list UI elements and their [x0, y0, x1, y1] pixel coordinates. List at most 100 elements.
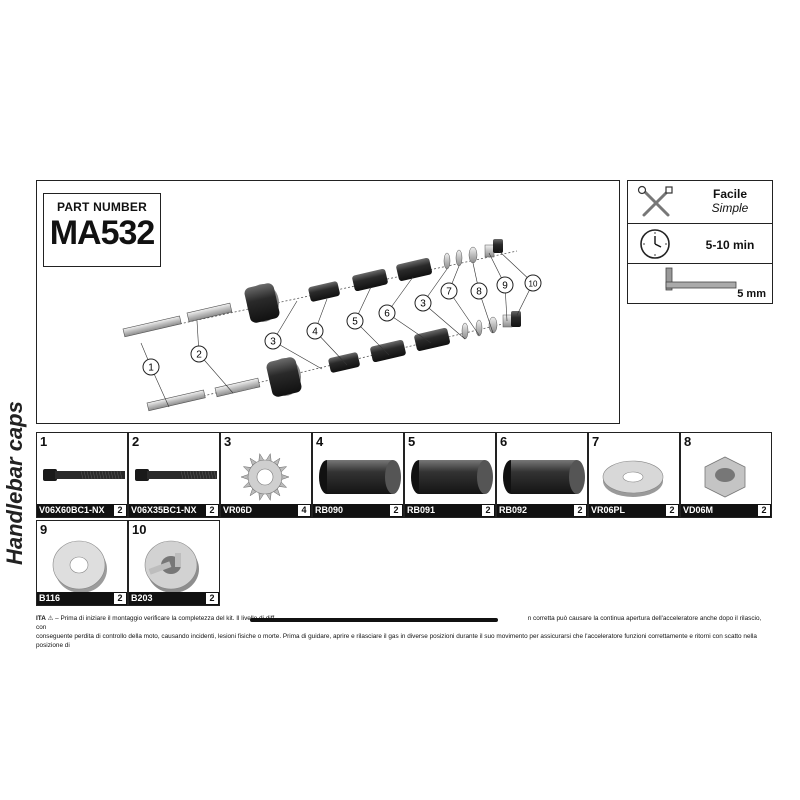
part-index: 8 — [684, 434, 692, 449]
svg-text:3: 3 — [270, 337, 276, 348]
hex-key-icon — [665, 267, 737, 291]
tool-size: 5 mm — [737, 288, 766, 300]
part-code: V06X60BC1-NX — [39, 505, 105, 515]
lower-assembly — [146, 311, 521, 412]
svg-text:8: 8 — [476, 287, 482, 298]
callout-10: 10 — [524, 274, 542, 292]
part-code: B116 — [39, 593, 61, 603]
part-label-bar: V06X60BC1-NX 2 — [37, 504, 127, 517]
part-code: VR06D — [223, 505, 253, 515]
part-code: RB090 — [315, 505, 344, 515]
serrated-washer-icon — [240, 452, 290, 502]
part-label-bar: VD06M 2 — [681, 504, 771, 517]
part-label-bar: RB092 2 — [497, 504, 587, 517]
long-bolt-icon — [43, 469, 125, 481]
callout-7: 7 — [440, 282, 458, 300]
info-panel: Facile Simple 5-10 min 5 mm — [627, 180, 773, 304]
part-index: 4 — [316, 434, 324, 449]
part-label-bar: RB091 2 — [405, 504, 495, 517]
part-index: 5 — [408, 434, 416, 449]
part-qty: 2 — [666, 505, 678, 516]
part-qty: 2 — [114, 505, 126, 516]
part-label-bar: RB090 2 — [313, 504, 403, 517]
svg-text:2: 2 — [196, 350, 202, 361]
rubber-spacer-icon — [319, 460, 401, 494]
part-label-bar: B116 2 — [37, 592, 127, 605]
part-index: 1 — [40, 434, 48, 449]
callout-4: 4 — [306, 322, 324, 340]
short-bolt-icon — [135, 469, 217, 481]
callout-5: 5 — [346, 312, 364, 330]
part-qty: 2 — [574, 505, 586, 516]
callout-markers: 1 2 3 4 5 6 3 7 8 9 10 — [142, 274, 542, 376]
hex-nut-icon — [704, 456, 746, 498]
screwdriver-wrench-icon — [637, 185, 673, 217]
redaction-bar — [250, 618, 498, 622]
tool-row: 5 mm — [628, 264, 772, 304]
svg-text:7: 7 — [446, 287, 452, 298]
time-row: 5-10 min — [628, 224, 772, 264]
part-number-label: PART NUMBER — [57, 200, 147, 214]
part-index: 9 — [40, 522, 48, 537]
difficulty-text: Facile Simple — [690, 187, 770, 215]
svg-text:10: 10 — [529, 280, 538, 289]
rubber-spacer-icon — [411, 460, 493, 494]
part-code: RB091 — [407, 505, 436, 515]
note-line1: – Prima di iniziare il montaggio verific… — [55, 615, 275, 622]
upper-assembly — [122, 239, 503, 338]
note-line2: conseguente perdita di controllo della m… — [36, 633, 757, 649]
part-code: VD06M — [683, 505, 714, 515]
part-code: RB092 — [499, 505, 528, 515]
part-index: 7 — [592, 434, 600, 449]
svg-text:1: 1 — [148, 363, 154, 374]
part-code: VR06PL — [591, 505, 626, 515]
callout-8: 8 — [470, 282, 488, 300]
callout-3: 3 — [414, 294, 432, 312]
part-number-value: MA532 — [49, 214, 156, 252]
part-qty: 2 — [758, 505, 770, 516]
callout-6: 6 — [378, 304, 396, 322]
difficulty-row: Facile Simple — [628, 181, 772, 224]
side-title: Handlebar caps — [2, 401, 27, 565]
part-label-bar: V06X35BC1-NX 2 — [129, 504, 219, 517]
bushing-icon — [52, 540, 107, 593]
difficulty-en: Simple — [711, 201, 749, 215]
part-index: 2 — [132, 434, 140, 449]
part-code: V06X35BC1-NX — [131, 505, 197, 515]
flat-washer-icon — [602, 460, 664, 497]
part-label-bar: VR06D 4 — [221, 504, 311, 517]
difficulty-it: Facile — [712, 187, 748, 201]
svg-text:5: 5 — [352, 317, 358, 328]
callout-1: 1 — [142, 358, 160, 376]
part-qty: 2 — [390, 505, 402, 516]
part-qty: 2 — [114, 593, 126, 604]
callout-9: 9 — [496, 276, 514, 294]
part-qty: 2 — [206, 505, 218, 516]
note-line1b: n corretta può causare la continua apert… — [36, 615, 762, 631]
part-index: 3 — [224, 434, 232, 449]
callout-3: 3 — [264, 332, 282, 350]
svg-text:3: 3 — [420, 299, 426, 310]
svg-text:9: 9 — [502, 281, 508, 292]
svg-text:4: 4 — [312, 327, 318, 338]
part-index: 6 — [500, 434, 508, 449]
safety-note: ITA ⚠ – Prima di iniziare il montaggio v… — [36, 615, 762, 649]
part-qty: 4 — [298, 505, 310, 516]
note-lang: ITA — [36, 615, 46, 622]
part-qty: 2 — [482, 505, 494, 516]
part-number-box: PART NUMBER MA532 — [43, 193, 161, 267]
callout-2: 2 — [190, 345, 208, 363]
clock-icon — [640, 229, 670, 259]
part-index: 10 — [132, 522, 147, 537]
svg-text:6: 6 — [384, 309, 390, 320]
